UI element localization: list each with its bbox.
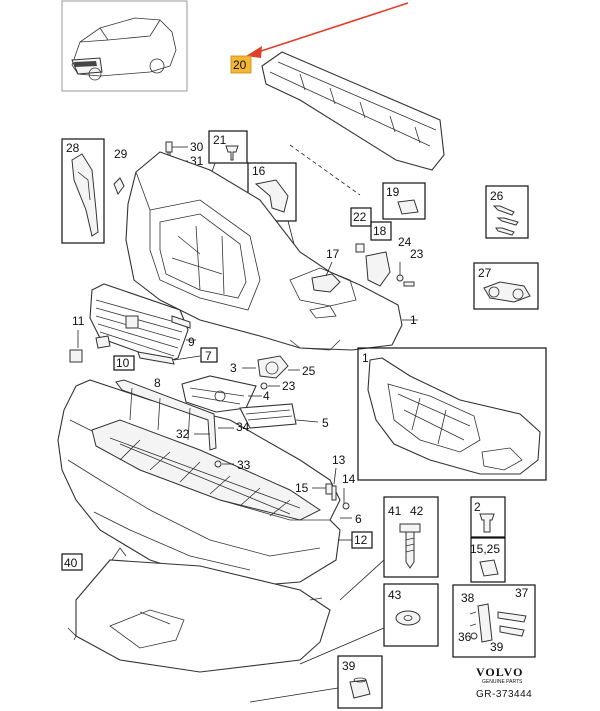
label-20: 20 — [233, 58, 247, 72]
label-19: 19 — [386, 185, 400, 199]
label-24: 24 — [398, 235, 412, 249]
volvo-logo-subtext: GENUINE PARTS — [482, 679, 523, 685]
label-43: 43 — [388, 588, 402, 602]
part-27-box — [473, 262, 539, 310]
label-42: 42 — [410, 504, 424, 518]
part-7 — [137, 351, 175, 365]
label-5: 5 — [322, 416, 329, 430]
pointer-arrow-line — [257, 2, 409, 53]
part-43-box — [383, 583, 439, 647]
part-22 — [355, 243, 365, 253]
label-29: 29 — [114, 147, 128, 161]
pointer-arrow-head — [246, 46, 262, 58]
inset-bumper-box — [357, 347, 547, 481]
diagram-reference: GR-373444 — [476, 689, 532, 700]
part-41-42-box — [383, 496, 439, 578]
part-32-bracket — [115, 379, 217, 451]
label-36: 36 — [458, 630, 472, 644]
part-15-25-nut — [479, 559, 499, 577]
part-16 — [254, 179, 289, 213]
label-25a: 25 — [302, 364, 316, 378]
label-3: 3 — [230, 361, 237, 375]
part-39-box — [337, 655, 383, 709]
label-13: 13 — [332, 453, 346, 467]
label-22: 22 — [353, 210, 367, 224]
label-32: 32 — [176, 427, 190, 441]
part-2-box — [470, 496, 506, 538]
label-11: 11 — [72, 314, 85, 328]
part-5-trim — [239, 403, 297, 429]
highlight-box-20 — [230, 55, 252, 74]
part-40-splash-shield — [67, 547, 331, 673]
label-21: 21 — [213, 133, 227, 147]
part-26-box — [485, 185, 529, 239]
label-14: 14 — [342, 472, 356, 486]
label-16: 16 — [252, 164, 266, 178]
label-30: 30 — [190, 140, 204, 154]
part-27-clip — [483, 281, 531, 303]
label-15-25: 15,25 — [470, 542, 500, 556]
part-7-box — [200, 347, 218, 363]
label-23a: 23 — [410, 247, 424, 261]
label-7: 7 — [205, 349, 212, 363]
label-15: 15 — [295, 481, 309, 495]
part-3-foglamp — [257, 355, 289, 379]
label-39b: 39 — [490, 640, 504, 654]
label-12: 12 — [354, 533, 368, 547]
part-40-box — [61, 553, 83, 571]
label-9: 9 — [188, 335, 195, 349]
label-41: 41 — [388, 504, 402, 518]
bumper-cover-main — [125, 151, 403, 351]
label-28: 28 — [66, 141, 80, 155]
label-8: 8 — [154, 376, 161, 390]
label-23b: 23 — [282, 379, 296, 393]
label-37: 37 — [515, 586, 529, 600]
impact-absorber — [261, 51, 445, 171]
part-41-bolt — [399, 523, 421, 569]
label-18: 18 — [373, 224, 387, 238]
label-27: 27 — [478, 266, 492, 280]
part-17 — [311, 273, 341, 293]
label-40: 40 — [64, 556, 78, 570]
part-11 — [69, 349, 83, 363]
label-4: 4 — [263, 389, 270, 403]
label-26: 26 — [490, 189, 504, 203]
part-21 — [225, 145, 239, 161]
label-38: 38 — [461, 591, 475, 605]
part-29 — [113, 177, 125, 196]
label-6: 6 — [355, 512, 362, 526]
volvo-logo-text: VOLVO — [476, 665, 523, 679]
vehicle-thumbnail — [61, 0, 188, 92]
label-33: 33 — [237, 458, 251, 472]
part-21-box — [208, 130, 248, 164]
part-28-box — [61, 138, 105, 244]
part-43-washer — [395, 610, 421, 626]
label-1b: 1 — [362, 351, 369, 365]
part-36-39-bracket — [469, 603, 527, 643]
label-1: 1 — [410, 313, 417, 327]
part-39-nut — [349, 679, 371, 699]
part-19-box — [382, 182, 426, 220]
front-grille — [89, 283, 189, 363]
label-17: 17 — [326, 247, 340, 261]
label-39: 39 — [342, 659, 356, 673]
part-26-screws — [492, 205, 519, 236]
label-10: 10 — [116, 356, 130, 370]
lower-grille-mesh — [91, 419, 321, 521]
part-18 — [365, 251, 391, 287]
part-19 — [397, 199, 419, 215]
part-10-box — [113, 355, 135, 371]
part-18-box — [370, 221, 392, 241]
part-15-25-box — [470, 537, 506, 583]
label-34: 34 — [236, 420, 250, 434]
part-22-box — [350, 207, 372, 227]
part-36-39-box — [452, 584, 536, 658]
part-2-clip — [479, 513, 495, 533]
label-2: 2 — [474, 500, 481, 514]
